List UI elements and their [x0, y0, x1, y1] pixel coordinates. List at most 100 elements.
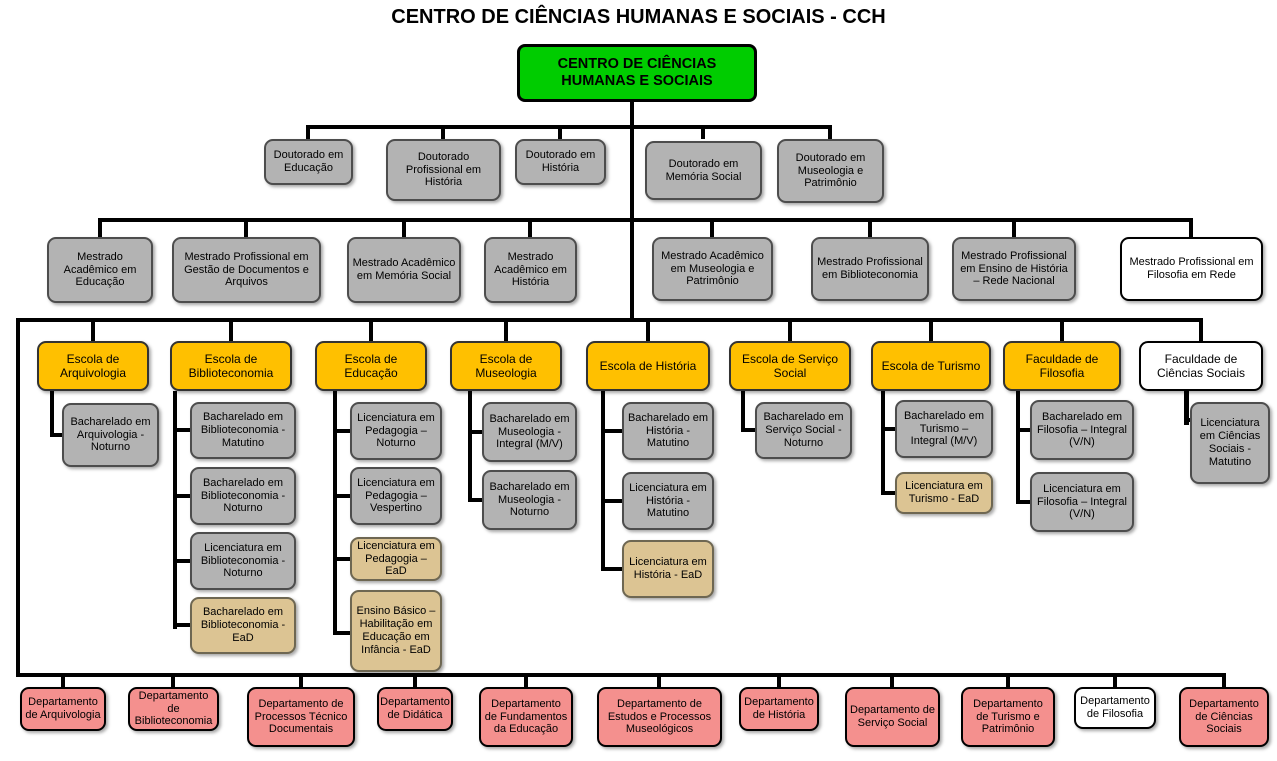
connector-stub [402, 218, 406, 237]
connector-servico-social-drop [741, 391, 745, 432]
connector-stub [333, 494, 350, 498]
connector-stub [788, 318, 792, 341]
connector-stub [229, 318, 233, 341]
doctorate-profissional-historia: Doutorado Profissional em História [386, 139, 501, 201]
course-biblioteconomia-ead: Bacharelado em Biblioteconomia - EaD [190, 597, 296, 654]
master-profissional-biblioteconomia: Mestrado Profissional em Biblioteconomia [811, 237, 929, 301]
course-historia-ead: Licenciatura em História - EaD [622, 540, 714, 598]
connector-stub [601, 499, 622, 503]
connector-stub [468, 498, 482, 502]
school-turismo: Escola de Turismo [871, 341, 991, 391]
connector-stub [504, 318, 508, 341]
doctorate-historia: Doutorado em História [515, 139, 606, 185]
master-filosofia-em-rede: Mestrado Profissional em Filosofia em Re… [1120, 237, 1263, 301]
connector-stub [1199, 318, 1203, 341]
course-filosofia-integral: Bacharelado em Filosofia – Integral (V/N… [1030, 400, 1134, 460]
connector-stub [1113, 673, 1117, 687]
course-servico-social-noturno: Bacharelado em Serviço Social - Noturno [755, 402, 852, 459]
school-educacao: Escola de Educação [315, 341, 427, 391]
master-academico-memoria-social: Mestrado Acadêmico em Memória Social [347, 237, 461, 303]
school-museologia: Escola de Museologia [450, 341, 562, 391]
dept-estudos-processos-museologicos: Departamento de Estudos e Processos Muse… [597, 687, 722, 747]
dept-biblioteconomia: Departamento de Biblioteconomia [128, 687, 219, 731]
course-arquivologia-noturno: Bacharelado em Arquivologia - Noturno [62, 403, 159, 467]
connector-stub [171, 673, 175, 687]
course-turismo-integral: Bacharelado em Turismo – Integral (M/V) [895, 400, 993, 458]
course-ciencias-sociais-matutino: Licenciatura em Ciências Sociais - Matut… [1190, 402, 1270, 484]
course-biblioteconomia-noturno: Bacharelado em Biblioteconomia - Noturno [190, 467, 296, 525]
school-biblioteconomia: Escola de Biblioteconomia [170, 341, 292, 391]
connector-stub [890, 673, 894, 687]
connector-stub [646, 318, 650, 341]
connector-root-trunk [630, 102, 634, 322]
master-academico-museologia-patrimonio: Mestrado Acadêmico em Museologia e Patri… [652, 237, 773, 301]
connector-biblioteconomia-drop [173, 391, 177, 629]
doctorate-educacao: Doutorado em Educação [264, 139, 353, 185]
master-gestao-documentos-arquivos: Mestrado Profissional em Gestão de Docum… [172, 237, 321, 303]
connector-stub [299, 673, 303, 687]
connector-ciencias-sociais-drop [1184, 391, 1189, 425]
course-biblioteconomia-matutino: Bacharelado em Biblioteconomia - Matutin… [190, 402, 296, 459]
connector-stub [441, 125, 445, 139]
school-arquivologia: Escola de Arquivologia [37, 341, 149, 391]
dept-arquivologia: Departamento de Arquivologia [20, 687, 106, 731]
doctorate-museologia-patrimonio: Doutorado em Museologia e Patrimônio [777, 139, 884, 203]
course-pedagogia-ead: Licenciatura em Pedagogia – EaD [350, 537, 442, 581]
connector-stub [528, 218, 532, 237]
connector-left-drop [16, 318, 20, 677]
doctorate-memoria-social: Doutorado em Memória Social [645, 141, 762, 200]
connector-stub [173, 623, 190, 627]
connector-schools-rail [16, 318, 1203, 322]
connector-stub [61, 673, 65, 687]
connector-stub [173, 428, 190, 432]
connector-museologia-drop [468, 391, 472, 502]
connector-stub [173, 494, 190, 498]
dept-fundamentos-educacao: Departamento de Fundamentos da Educação [479, 687, 573, 747]
dept-historia: Departamento de História [739, 687, 819, 731]
connector-stub [413, 673, 417, 687]
course-pedagogia-vespertino: Licenciatura em Pedagogia – Vespertino [350, 467, 442, 525]
connector-filosofia-drop [1016, 391, 1020, 502]
course-museologia-integral: Bacharelado em Museologia - Integral (M/… [482, 402, 577, 462]
connector-stub [657, 673, 661, 687]
school-servico-social: Escola de Serviço Social [729, 341, 851, 391]
connector-stub [50, 433, 64, 437]
connector-historia-drop [601, 391, 605, 571]
connector-stub [1184, 418, 1194, 422]
dept-ciencias-sociais: Departamento de Ciências Sociais [1179, 687, 1269, 747]
connector-arquivologia-drop [50, 391, 54, 437]
connector-stub [244, 218, 248, 237]
connector-stub [929, 318, 933, 341]
connector-doctorates-rail [306, 125, 832, 129]
connector-stub [369, 318, 373, 341]
connector-stub [1016, 500, 1030, 504]
connector-stub [468, 430, 482, 434]
connector-stub [777, 673, 781, 687]
connector-stub [1006, 673, 1010, 687]
connector-stub [306, 125, 310, 139]
master-academico-educacao: Mestrado Acadêmico em Educação [47, 237, 153, 303]
dept-didatica: Departamento de Didática [377, 687, 453, 731]
school-historia: Escola de História [586, 341, 710, 391]
connector-departments-rail [16, 673, 1226, 677]
connector-turismo-drop [881, 391, 885, 493]
connector-stub [828, 125, 832, 139]
course-lic-filosofia-integral: Licenciatura em Filosofia – Integral (V/… [1030, 472, 1134, 532]
connector-stub [1189, 218, 1193, 237]
connector-stub [1012, 218, 1016, 237]
course-museologia-noturno: Bacharelado em Museologia - Noturno [482, 470, 577, 530]
dept-servico-social: Departamento de Serviço Social [845, 687, 940, 747]
connector-stub [1060, 318, 1064, 341]
connector-stub [333, 429, 350, 433]
connector-stub [333, 557, 350, 561]
school-faculdade-ciencias-sociais: Faculdade de Ciências Sociais [1139, 341, 1263, 391]
connector-stub [601, 429, 622, 433]
connector-stub [524, 673, 528, 687]
master-academico-historia: Mestrado Acadêmico em História [484, 237, 577, 303]
dept-filosofia: Departamento de Filosofia [1074, 687, 1156, 729]
dept-turismo-patrimonio: Departamento de Turismo e Patrimônio [961, 687, 1055, 747]
connector-stub [1222, 673, 1226, 687]
connector-stub [1016, 428, 1030, 432]
course-ensino-basico-ead: Ensino Básico – Habilitação em Educação … [350, 590, 442, 672]
connector-stub [741, 428, 755, 432]
